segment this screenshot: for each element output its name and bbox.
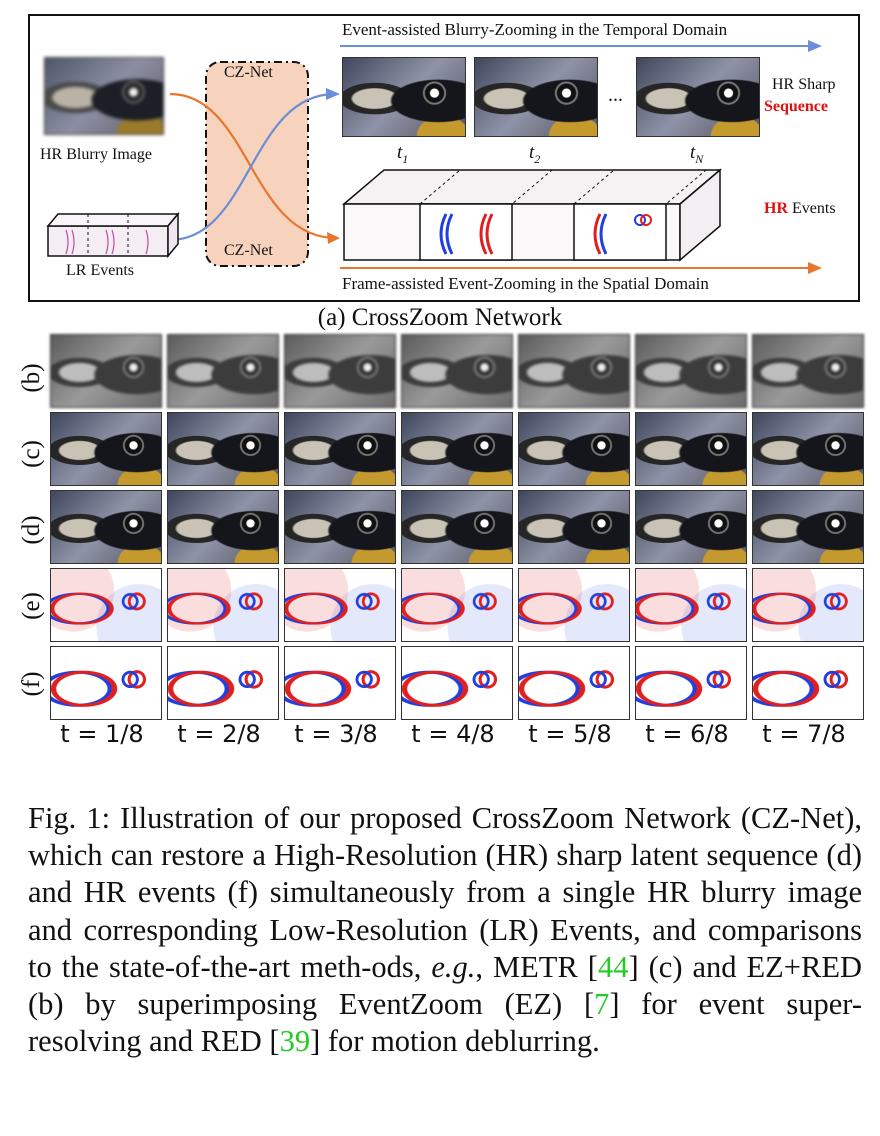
- result-ez-events-2: [167, 568, 279, 642]
- cz-net-box: [205, 61, 309, 267]
- caption-eg: e.g.: [431, 949, 476, 984]
- temporal-domain-label: Event-assisted Blurry-Zooming in the Tem…: [342, 20, 728, 39]
- result-ez-events-5: [518, 568, 630, 642]
- citation-link-7[interactable]: 7: [594, 987, 610, 1022]
- result-ez-red-2: [167, 334, 279, 408]
- result-ours-frames-4: [401, 490, 513, 564]
- result-ours-events-5: [518, 646, 630, 720]
- result-metr-6: [635, 412, 747, 486]
- time-label-3: t = 3/8: [294, 720, 378, 748]
- crosszoom-diagram-panel: [28, 14, 860, 302]
- result-ours-events-1: [50, 646, 162, 720]
- panel-a-caption: (a) CrossZoom Network: [317, 304, 563, 331]
- result-metr-7: [752, 412, 864, 486]
- result-ez-red-4: [401, 334, 513, 408]
- result-ours-events-3: [284, 646, 396, 720]
- result-metr-4: [401, 412, 513, 486]
- result-ez-events-3: [284, 568, 396, 642]
- caption-part: , METR [: [475, 949, 598, 984]
- citation-link-39[interactable]: 39: [279, 1024, 311, 1059]
- cz-net-bottom-label: CZ-Net: [224, 242, 273, 259]
- result-ours-frames-2: [167, 490, 279, 564]
- hr-blurry-image: [44, 57, 164, 135]
- sharp-frame-t2: [474, 57, 598, 137]
- hr-events-cube: [341, 168, 723, 262]
- result-metr-3: [284, 412, 396, 486]
- time-label-t1: t1: [397, 142, 409, 166]
- result-ours-frames-1: [50, 490, 162, 564]
- time-label-6: t = 6/8: [645, 720, 729, 748]
- time-label-tn: tN: [690, 142, 704, 166]
- caption-part: ] (c) and EZ+RED (b) by superimposing Ev…: [28, 949, 862, 1022]
- result-ours-events-7: [752, 646, 864, 720]
- caption-text: Fig. 1: Illustration of our proposed Cro…: [28, 801, 862, 984]
- hr-sharp-label: HR Sharp: [772, 76, 836, 93]
- result-ez-red-3: [284, 334, 396, 408]
- curve-arrowhead-orange: [327, 232, 340, 244]
- result-metr-2: [167, 412, 279, 486]
- diagram-arrows: [46, 40, 822, 274]
- time-label-1: t = 1/8: [60, 720, 144, 748]
- row-label-d: (d): [18, 515, 45, 545]
- time-label-t2: t2: [529, 142, 541, 166]
- result-ours-frames-3: [284, 490, 396, 564]
- row-label-c: (c): [18, 440, 45, 468]
- result-ez-events-4: [401, 568, 513, 642]
- events-to-image-curve: [169, 92, 336, 242]
- row-label-b: (b): [18, 363, 45, 393]
- time-label-7: t = 7/8: [762, 720, 846, 748]
- result-ours-events-2: [167, 646, 279, 720]
- cz-net-top-label: CZ-Net: [224, 64, 273, 81]
- row-label-e: (e): [18, 592, 45, 620]
- result-ez-events-1: [50, 568, 162, 642]
- spatial-arrowhead: [808, 262, 822, 274]
- result-ours-events-6: [635, 646, 747, 720]
- figure-caption: Fig. 1: Illustration of our proposed Cro…: [28, 800, 862, 1060]
- sharp-frame-t1: [342, 57, 466, 137]
- hr-blurry-image-label: HR Blurry Image: [40, 146, 152, 163]
- sharp-frame-tn: [636, 57, 760, 137]
- result-ez-red-5: [518, 334, 630, 408]
- time-label-4: t = 4/8: [411, 720, 495, 748]
- spatial-domain-label: Frame-assisted Event-Zooming in the Spat…: [342, 274, 709, 293]
- lr-events-cube: [46, 211, 180, 259]
- time-label-2: t = 2/8: [177, 720, 261, 748]
- result-ez-events-7: [752, 568, 864, 642]
- row-label-f: (f): [18, 671, 45, 697]
- result-ours-frames-5: [518, 490, 630, 564]
- result-ez-red-7: [752, 334, 864, 408]
- hr-events-label: HR Events: [764, 200, 836, 217]
- result-ours-frames-7: [752, 490, 864, 564]
- result-ours-events-4: [401, 646, 513, 720]
- lr-events-label: LR Events: [66, 262, 134, 279]
- caption-part: ] for motion deblurring.: [310, 1024, 600, 1059]
- result-metr-5: [518, 412, 630, 486]
- result-ez-red-6: [635, 334, 747, 408]
- caption-part: ] for event super-resolving and RED [: [28, 987, 862, 1059]
- result-ours-frames-6: [635, 490, 747, 564]
- time-label-5: t = 5/8: [528, 720, 612, 748]
- temporal-arrowhead: [808, 40, 822, 52]
- citation-link-44[interactable]: 44: [597, 949, 629, 984]
- sequence-label: Sequence: [764, 98, 828, 115]
- result-ez-events-6: [635, 568, 747, 642]
- result-ez-red-1: [50, 334, 162, 408]
- result-metr-1: [50, 412, 162, 486]
- curve-arrowhead-blue: [326, 88, 340, 100]
- sequence-ellipsis: ...: [608, 84, 623, 106]
